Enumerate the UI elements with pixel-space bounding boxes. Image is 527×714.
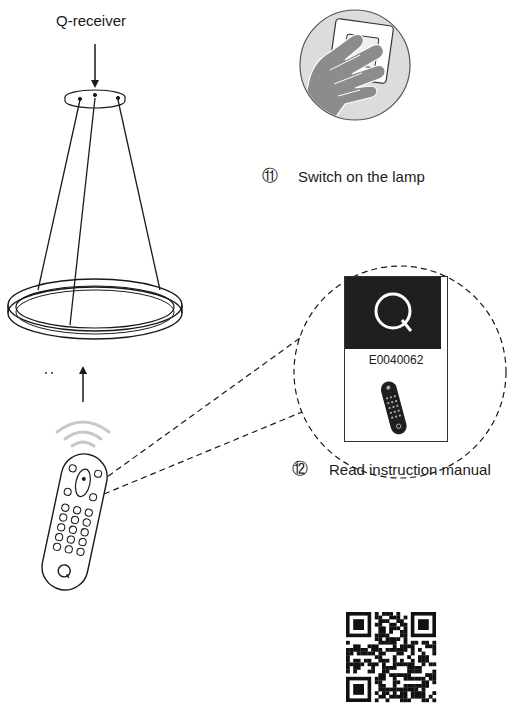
wall-switch-hand [300, 10, 410, 125]
callout-number: ⑫ [292, 460, 308, 478]
step-text: Read instruction manual [329, 461, 491, 479]
manual-booklet: E0040062 [344, 276, 448, 442]
pendant-lamp [8, 90, 182, 339]
part-label: Q-receiver [56, 12, 126, 30]
callout-lines [100, 266, 506, 494]
qr-code [344, 610, 438, 704]
signal-arrow [82, 368, 84, 402]
callout-number: ⑪ [262, 167, 278, 185]
remote-control [38, 450, 112, 595]
pointer-arrow [94, 44, 96, 86]
wireless-waves [57, 422, 109, 446]
step-text: Switch on the lamp [298, 168, 425, 186]
article-number: E0040062 [345, 353, 447, 367]
